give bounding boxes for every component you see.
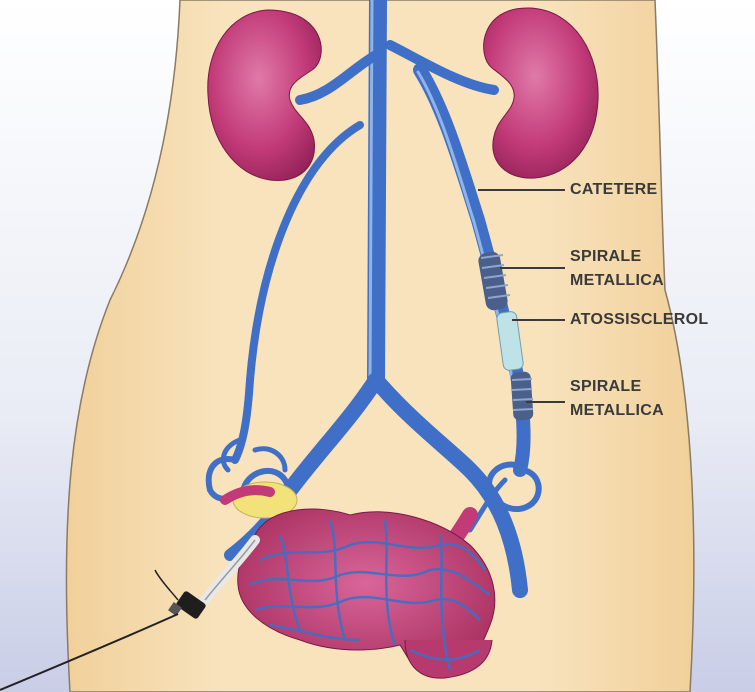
label-coil-bottom-line1: SPIRALE [570,377,641,397]
label-catheter: CATETERE [570,180,657,200]
label-coil-bottom-line2: METALLICA [570,401,664,421]
label-coil-top-line1: SPIRALE [570,247,641,267]
label-sclerosant: ATOSSISCLEROL [570,310,708,330]
label-coil-top-line2: METALLICA [570,271,664,291]
